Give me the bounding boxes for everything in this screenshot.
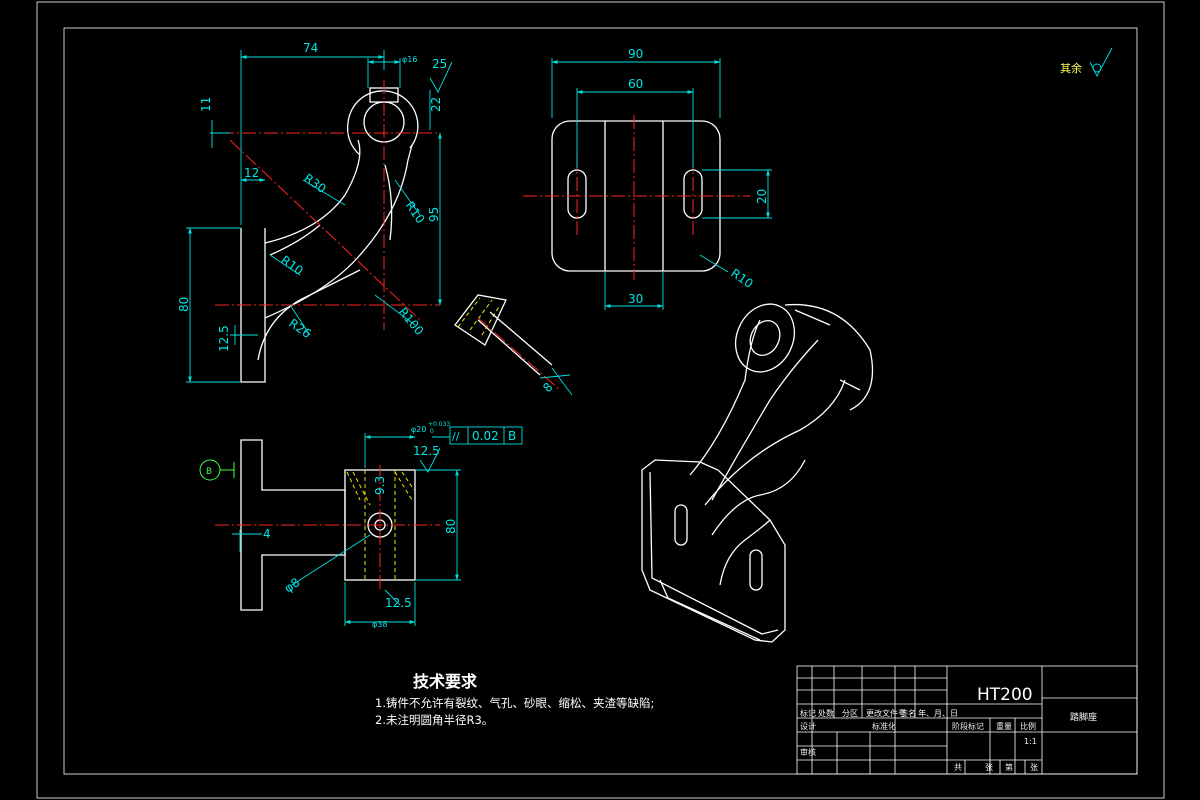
surface-finish-other-label: 其余 [1060, 61, 1082, 75]
dim-12-5-bottom: 12.5 [385, 596, 412, 610]
tb-standardization: 标准化 [872, 721, 896, 731]
dim-30: 30 [628, 292, 643, 306]
dim-4: 4 [263, 527, 271, 541]
isometric-view [641, 303, 874, 643]
tb-number-label: 第 [1005, 762, 1013, 772]
top-view [523, 58, 772, 310]
dim-95: 95 [427, 207, 441, 222]
roughness-symbol-icon [1089, 47, 1113, 77]
tb-header-count: 处数 [818, 708, 834, 718]
dim-R26: R26 [286, 316, 313, 341]
tb-scale-label: 比例 [1020, 721, 1036, 731]
dim-R10-rib: R10 [278, 253, 305, 278]
tb-header-mark: 标记 [800, 708, 816, 718]
tb-header-zone: 分区 [842, 709, 858, 718]
roughness-25: 25 [432, 57, 447, 71]
tb-header-sign: 签名 [900, 708, 916, 718]
dim-80: 80 [177, 297, 191, 312]
inner-border [63, 27, 1138, 775]
part-name: 踏脚座 [1070, 711, 1097, 723]
tb-scale-value: 1:1 [1024, 737, 1037, 746]
dim-12: 12 [244, 166, 259, 180]
dim-phi38: φ38 [372, 620, 387, 629]
dim-12-5: 12.5 [217, 325, 231, 352]
tb-review: 审核 [800, 747, 816, 757]
side-view [199, 433, 461, 626]
tol-value: 0.02 [472, 429, 499, 443]
tb-stage-mark: 阶段标记 [952, 721, 984, 731]
dim-9-3: 9.3 [373, 476, 387, 495]
outer-border [36, 1, 1165, 799]
datum-b-label: B [206, 467, 212, 477]
tol-lower: 0 [430, 428, 434, 435]
dim-8: 8 [540, 380, 555, 395]
dim-80-side: 80 [444, 519, 458, 534]
dim-phi16: φ16 [402, 55, 417, 64]
tech-req-line-1: 1.铸件不允许有裂纹、气孔、砂眼、缩松、夹渣等缺陷; [375, 696, 654, 710]
dim-60: 60 [628, 77, 643, 91]
dim-R100: R100 [396, 305, 427, 338]
removed-section [454, 294, 573, 396]
dim-20: 20 [755, 189, 769, 204]
dim-R10-arc: R10 [403, 199, 428, 226]
dim-phi20: φ20 [411, 425, 426, 434]
dim-R10-corner: R10 [728, 266, 755, 291]
dim-R30: R30 [301, 171, 328, 196]
title-block [796, 665, 1138, 775]
tb-sheet-label-1: 张 [985, 763, 993, 772]
roughness-12-5-top: 12.5 [413, 444, 440, 458]
dim-11: 11 [199, 97, 213, 112]
tol-datum: B [508, 429, 516, 443]
dim-74: 74 [303, 41, 318, 55]
tol-upper: +0.033 [428, 421, 450, 428]
tb-weight: 重量 [996, 721, 1012, 731]
tech-req-line-2: 2.未注明圆角半径R3。 [375, 713, 493, 727]
tolerance-frame [432, 426, 523, 445]
tech-req-title: 技术要求 [413, 672, 478, 691]
tol-symbol: // [452, 430, 460, 443]
material-label: HT200 [977, 685, 1033, 705]
dim-22: 22 [429, 97, 443, 112]
tb-header-date: 年、月、日 [918, 708, 958, 718]
roughness-circle-icon [1092, 63, 1102, 73]
tb-sheet-label-2: 张 [1030, 763, 1038, 772]
front-view [186, 50, 453, 383]
tb-design: 设计 [800, 721, 816, 731]
tb-header-change-doc: 更改文件号 [866, 708, 906, 718]
dim-phi8: φ8 [282, 575, 303, 595]
tb-total-label: 共 [954, 763, 962, 772]
dim-90: 90 [628, 47, 643, 61]
